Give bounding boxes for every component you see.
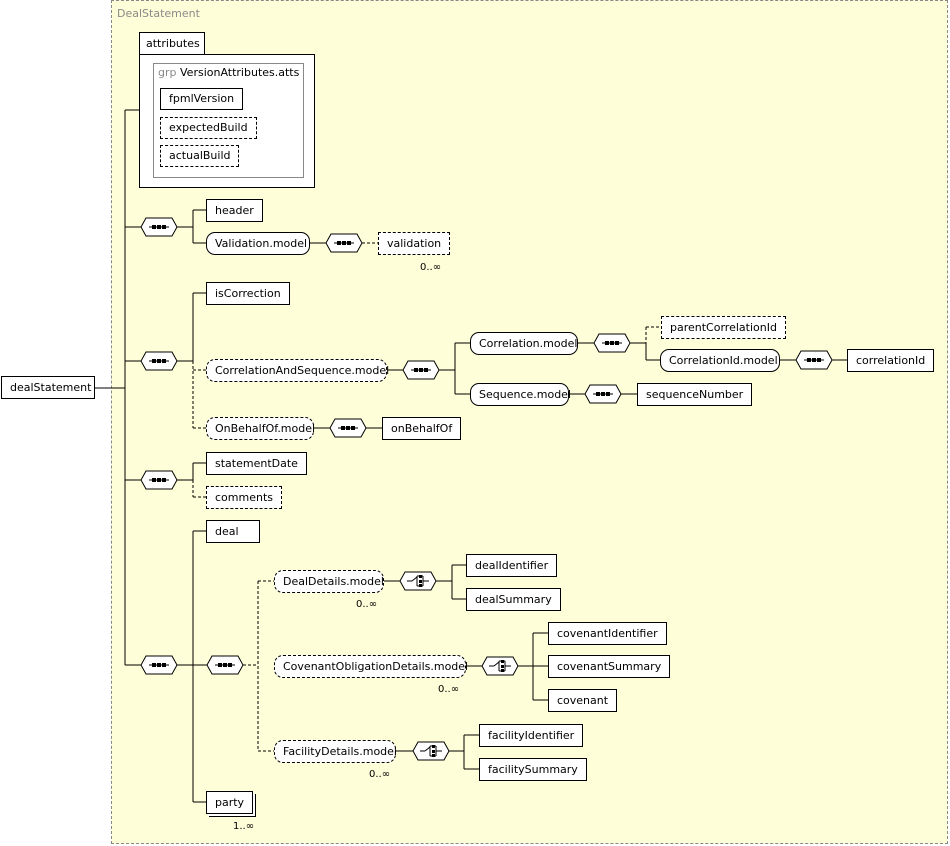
group-sequence-model[interactable]: Sequence.model <box>470 383 571 406</box>
element-comments[interactable]: comments <box>206 486 282 509</box>
group-validation-model[interactable]: Validation.model <box>206 232 310 255</box>
element-deal[interactable]: deal <box>206 520 260 543</box>
validation-multiplicity: 0..∞ <box>420 262 442 273</box>
element-deal-summary[interactable]: dealSummary <box>466 588 561 611</box>
sequence-compositor-icon <box>140 217 178 237</box>
sequence-compositor-icon <box>325 233 363 253</box>
party-multiplicity: 1..∞ <box>233 821 255 832</box>
choice-compositor-icon <box>412 741 450 761</box>
sequence-compositor-icon <box>593 333 631 353</box>
group-on-behalf-of-model[interactable]: OnBehalfOf.model <box>206 417 315 440</box>
group-facility-details-model[interactable]: FacilityDetails.model <box>274 740 397 763</box>
element-covenant-summary[interactable]: covenantSummary <box>548 655 671 678</box>
group-deal-details-model[interactable]: DealDetails.model <box>274 570 384 593</box>
sequence-compositor-icon <box>140 470 178 490</box>
attributes-tab: attributes <box>139 32 205 54</box>
group-correlation-model[interactable]: Correlation.model <box>470 332 578 355</box>
element-is-correction[interactable]: isCorrection <box>206 282 290 305</box>
facility-details-multiplicity: 0..∞ <box>369 769 391 780</box>
group-correlation-and-sequence-model[interactable]: CorrelationAndSequence.model <box>206 359 389 382</box>
sequence-compositor-icon <box>140 655 178 675</box>
element-on-behalf-of[interactable]: onBehalfOf <box>382 417 462 440</box>
covenant-obligation-multiplicity: 0..∞ <box>438 684 460 695</box>
choice-compositor-icon <box>481 656 519 676</box>
element-facility-identifier[interactable]: facilityIdentifier <box>479 724 584 747</box>
sequence-compositor-icon <box>140 351 178 371</box>
group-name: VersionAttributes.atts <box>180 66 300 79</box>
attribute-group-label: grp VersionAttributes.atts <box>158 66 299 79</box>
sequence-compositor-icon <box>206 655 244 675</box>
element-statement-date[interactable]: statementDate <box>206 452 307 475</box>
element-validation[interactable]: validation <box>378 232 454 258</box>
element-party[interactable]: party <box>206 791 254 814</box>
attribute-actual-build[interactable]: actualBuild <box>160 145 240 167</box>
choice-compositor-icon <box>399 571 437 591</box>
element-deal-identifier[interactable]: dealIdentifier <box>466 554 558 577</box>
element-correlation-id[interactable]: correlationId <box>847 349 935 372</box>
sequence-compositor-icon <box>329 418 367 438</box>
element-facility-summary[interactable]: facilitySummary <box>479 758 587 781</box>
sequence-compositor-icon <box>795 350 833 370</box>
sequence-compositor-icon <box>584 384 622 404</box>
group-correlation-id-model[interactable]: CorrelationId.model <box>660 349 780 372</box>
deal-details-multiplicity: 0..∞ <box>356 599 378 610</box>
element-header[interactable]: header <box>206 199 263 222</box>
element-sequence-number[interactable]: sequenceNumber <box>637 383 753 406</box>
container-title: DealStatement <box>117 7 200 20</box>
element-covenant-identifier[interactable]: covenantIdentifier <box>548 622 667 645</box>
sequence-compositor-icon <box>402 360 440 380</box>
attribute-fpml-version[interactable]: fpmlVersion <box>160 88 244 110</box>
attribute-group-box <box>153 63 304 178</box>
attribute-expected-build[interactable]: expectedBuild <box>160 117 257 139</box>
element-parent-correlation-id[interactable]: parentCorrelationId <box>661 316 786 339</box>
root-element-deal-statement[interactable]: dealStatement <box>1 376 95 399</box>
group-covenant-obligation-details-model[interactable]: CovenantObligationDetails.model <box>274 655 468 678</box>
element-covenant[interactable]: covenant <box>548 689 618 712</box>
group-prefix: grp <box>158 66 177 79</box>
